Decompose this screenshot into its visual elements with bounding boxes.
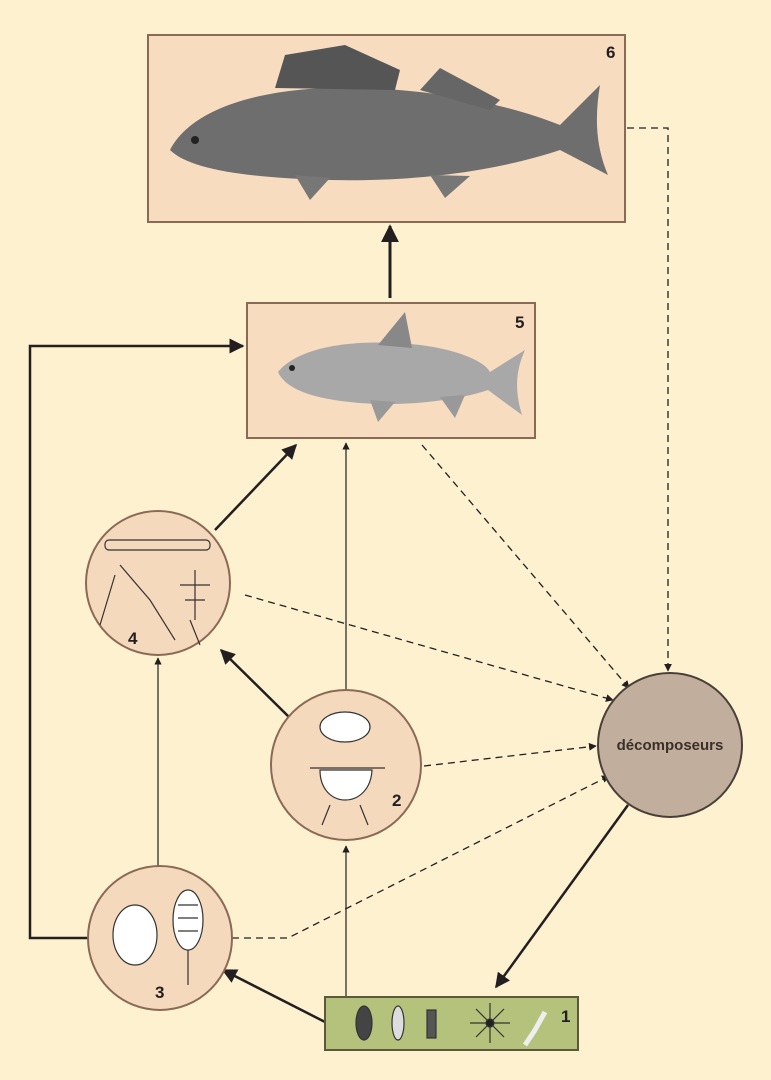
node-6-label: 6 bbox=[606, 43, 615, 62]
node-3-label: 3 bbox=[155, 983, 164, 1002]
node-2-zooplankton: 2 bbox=[270, 689, 422, 841]
larvae-icon bbox=[99, 539, 211, 646]
node-6-predator-fish: 6 bbox=[147, 34, 626, 223]
node-5-whitefish: 5 bbox=[246, 302, 536, 439]
node-1-label: 1 bbox=[561, 1007, 570, 1026]
whitefish-icon bbox=[278, 312, 525, 422]
decomposers-label: décomposeurs bbox=[617, 737, 724, 754]
node-4-label: 4 bbox=[128, 629, 138, 648]
copepod-icon bbox=[112, 889, 204, 985]
zooplankton-icon bbox=[310, 711, 385, 826]
node-2-label: 2 bbox=[392, 791, 401, 810]
node-1-phytoplankton: 1 bbox=[324, 996, 579, 1051]
feeding-arrows bbox=[28, 224, 630, 1024]
node-4-larvae: 4 bbox=[85, 510, 231, 656]
node-5-label: 5 bbox=[515, 313, 524, 332]
decomposition-arrows bbox=[232, 127, 672, 939]
perch-icon bbox=[170, 45, 608, 200]
phytoplankton-icon bbox=[355, 1003, 548, 1047]
node-3-copepods: 3 bbox=[87, 865, 233, 1011]
node-decomposers: décomposeurs bbox=[597, 672, 743, 818]
